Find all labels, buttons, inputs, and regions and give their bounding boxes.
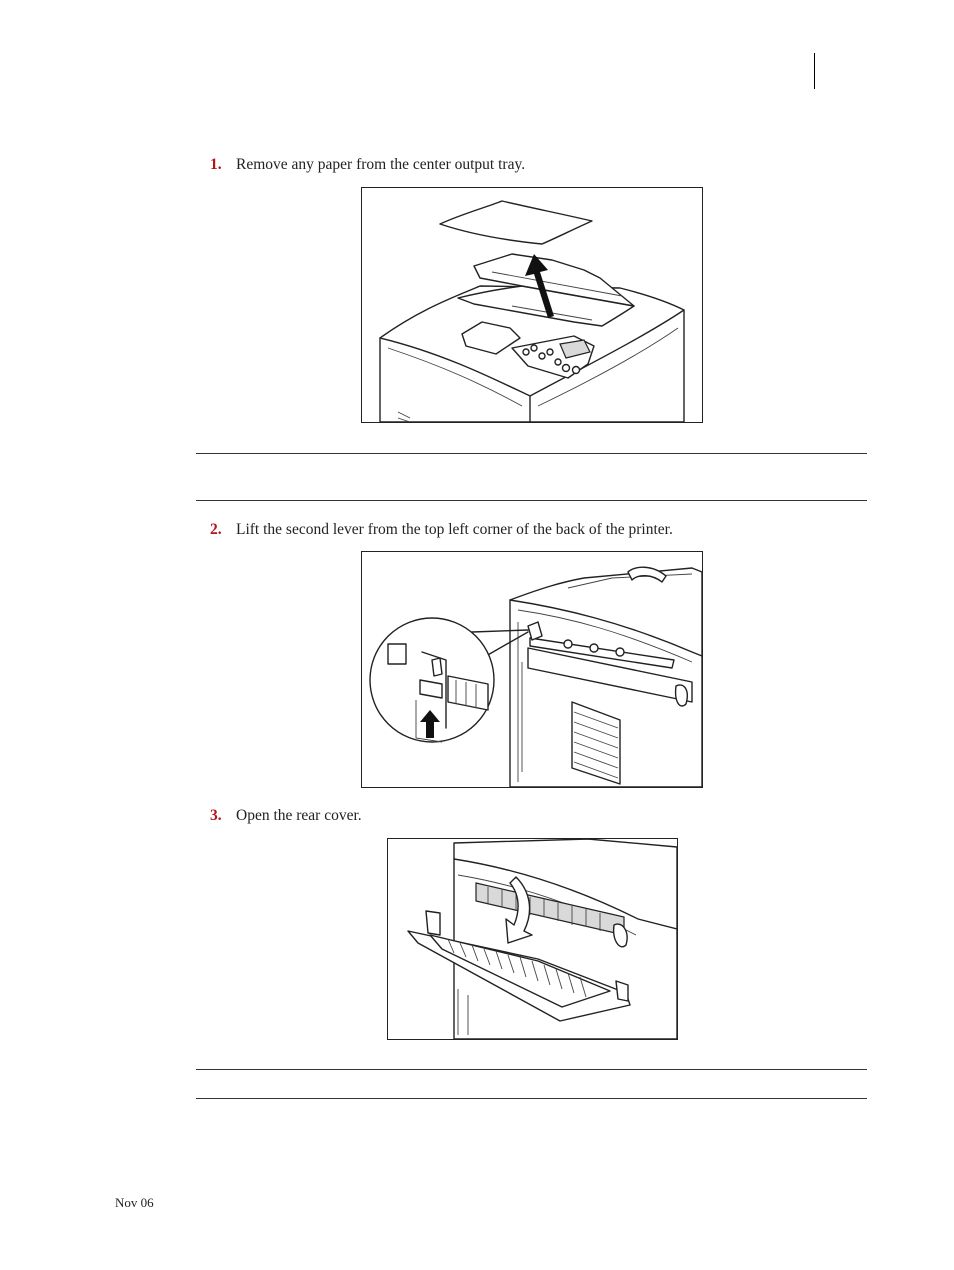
cover-hinge bbox=[425, 910, 441, 936]
section-rule bbox=[196, 1098, 867, 1099]
panel-button bbox=[571, 365, 581, 375]
panel-button bbox=[554, 358, 562, 366]
step-2-text: Lift the second lever from the top left … bbox=[236, 521, 673, 538]
rear-cover-panel bbox=[527, 647, 693, 703]
printer-top-illustration bbox=[379, 200, 685, 422]
step-2: 2. Lift the second lever from the top lef… bbox=[210, 520, 673, 540]
panel-button bbox=[522, 348, 530, 356]
paper-sheet bbox=[439, 200, 593, 245]
panel-display bbox=[559, 339, 591, 359]
open-arrow-icon bbox=[505, 876, 533, 944]
figure-open-rear-cover bbox=[387, 838, 678, 1040]
step-3-text: Open the rear cover. bbox=[236, 807, 362, 824]
section-rule bbox=[196, 500, 867, 501]
up-arrow-icon bbox=[420, 710, 440, 738]
panel-button bbox=[546, 348, 554, 356]
figure-lift-lever bbox=[361, 551, 703, 788]
rear-top-edge bbox=[509, 599, 702, 657]
printer-open-cover-illustration bbox=[407, 839, 677, 1039]
step-1-number: 1. bbox=[210, 156, 222, 173]
top-handle bbox=[627, 566, 667, 583]
footer-date: Nov 06 bbox=[115, 1195, 154, 1210]
knob bbox=[612, 923, 628, 948]
knob bbox=[674, 684, 688, 707]
tray-flap bbox=[461, 321, 521, 355]
step-1-text: Remove any paper from the center output … bbox=[236, 156, 526, 173]
section-rule bbox=[196, 453, 867, 454]
step-2-number: 2. bbox=[210, 521, 222, 538]
tray-back-wall bbox=[473, 253, 635, 307]
step-1: 1. Remove any paper from the center outpu… bbox=[210, 155, 525, 175]
vent-grille bbox=[571, 701, 621, 785]
figure-remove-paper bbox=[361, 187, 703, 423]
section-rule bbox=[196, 1069, 867, 1070]
zoom-roller bbox=[447, 675, 489, 711]
lever-location bbox=[527, 621, 543, 641]
lift-arrow-icon bbox=[525, 254, 554, 318]
zoom-callout bbox=[369, 617, 495, 743]
panel-button bbox=[561, 363, 571, 373]
step-3-number: 3. bbox=[210, 807, 222, 824]
chapter-marker-bar bbox=[814, 53, 815, 89]
panel-button bbox=[538, 352, 546, 360]
printer-back-illustration bbox=[369, 566, 702, 787]
step-3: 3. Open the rear cover. bbox=[210, 806, 362, 826]
cover-hinge bbox=[615, 980, 629, 1002]
panel-button bbox=[530, 344, 538, 352]
lever bbox=[419, 679, 443, 699]
